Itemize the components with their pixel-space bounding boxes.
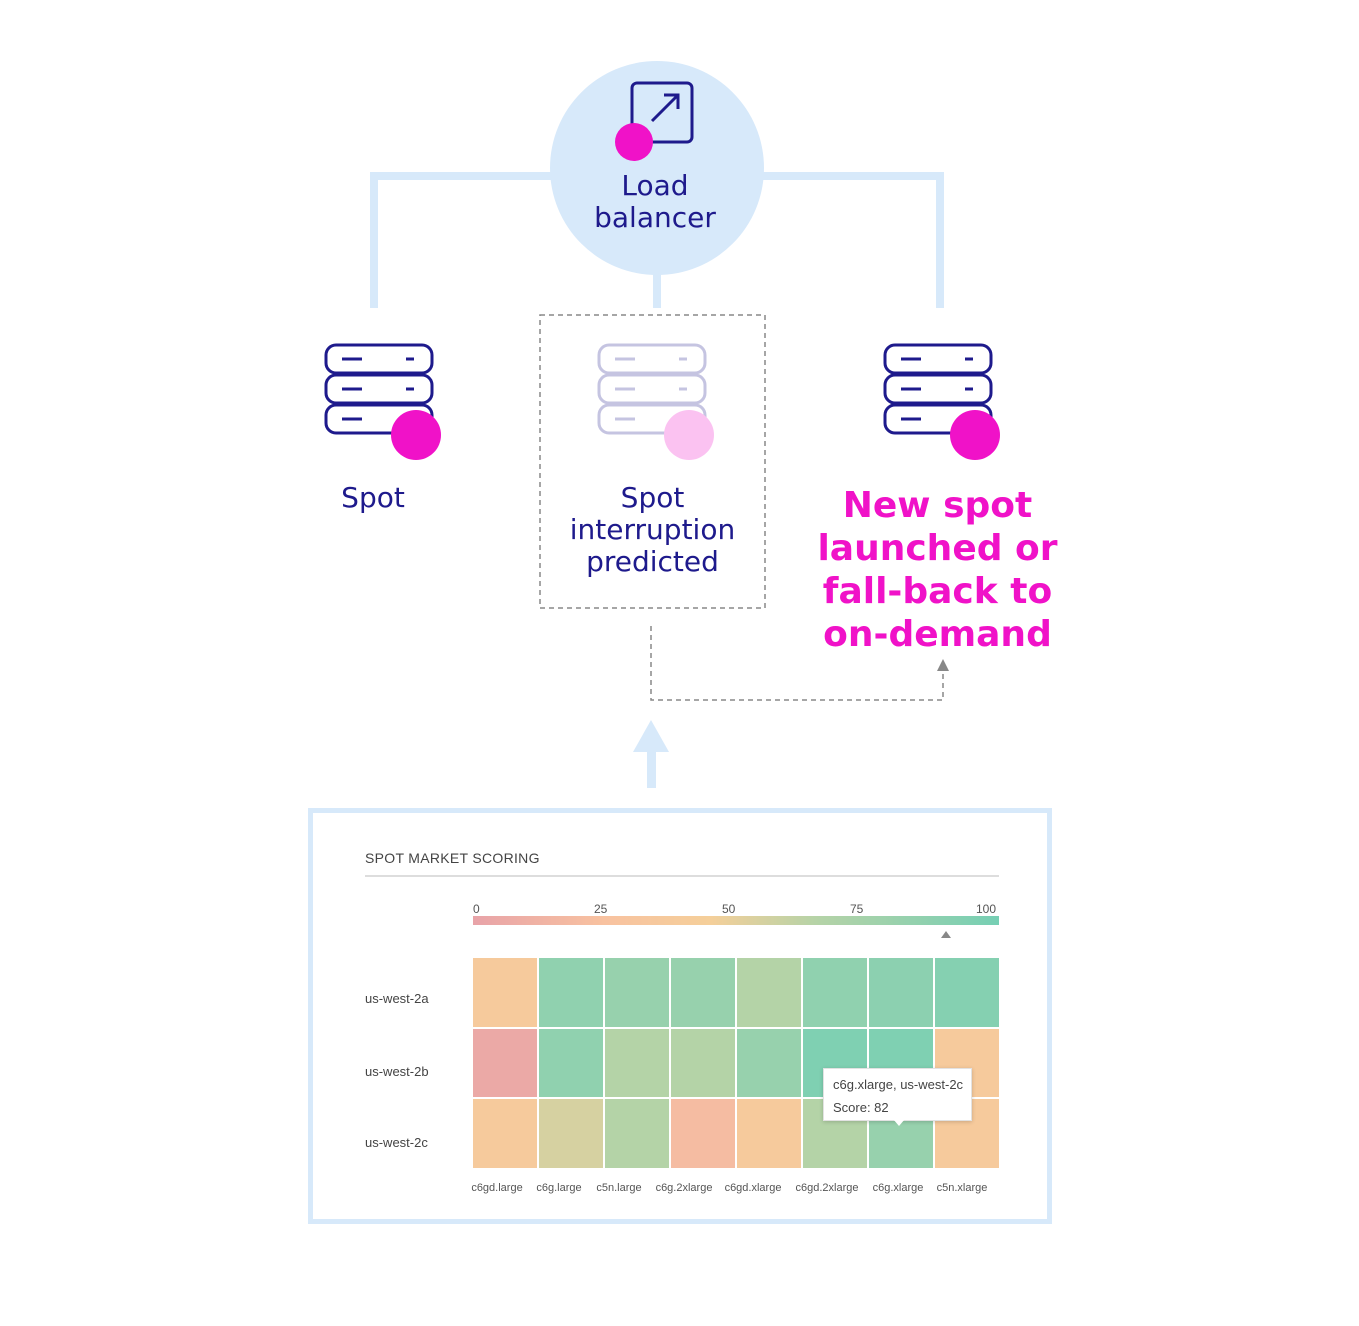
spot-label: Spot [341,481,405,514]
spot-node-label: Spot [300,482,446,514]
server-icon [597,343,714,460]
heatmap-cell[interactable] [737,1099,801,1168]
heatmap-tooltip: c6g.xlarge, us-west-2c Score: 82 [823,1068,972,1121]
heatmap-cell[interactable] [737,1028,801,1098]
external-link-icon [615,81,694,161]
load-balancer-label-line2: balancer [594,201,716,234]
load-balancer-label: Load balancer [555,170,755,234]
scale-tick: 50 [722,902,736,916]
tooltip-pointer [893,1119,905,1126]
scale-tick: 75 [850,902,864,916]
fallback-dashed-path [650,626,944,701]
prediction-dashed-box [539,314,766,609]
load-balancer-label-line1: Load [621,169,689,202]
panel-title: SPOT MARKET SCORING [365,850,540,866]
column-label: c6gd.xlarge [724,1182,782,1194]
heatmap-cell[interactable] [605,1028,669,1098]
heatmap-cell[interactable] [473,958,537,1027]
scale-tick: 0 [473,902,480,916]
heatmap-cell[interactable] [737,958,801,1027]
column-label: c5n.xlarge [936,1182,988,1194]
heatmap-cell[interactable] [671,1028,735,1098]
heatmap-cell[interactable] [671,958,735,1027]
interruption-node-label: Spot interruption predicted [540,482,765,578]
new-spot-label-line2: launched or [817,528,1058,569]
row-label: us-west-2a [365,991,429,1006]
connector-left [370,172,560,308]
column-label: c6g.large [536,1182,582,1194]
heatmap-cell[interactable] [605,958,669,1027]
heatmap-cell[interactable] [539,958,603,1027]
heatmap-grid [473,958,999,1168]
scale-tick: 100 [976,902,997,916]
column-label: c5n.large [596,1182,642,1194]
heatmap-cell[interactable] [869,958,933,1027]
interruption-label-line1: Spot [620,481,685,514]
heatmap-cell[interactable] [473,1028,537,1098]
scale-tick: 25 [594,902,608,916]
heatmap-cell[interactable] [539,1028,603,1098]
connector-right [750,172,944,308]
column-label: c6g.2xlarge [655,1182,713,1194]
up-arrow [633,720,669,788]
new-spot-label-line1: New spot [842,485,1033,526]
tooltip-score: Score: 82 [833,1100,889,1115]
heatmap-cell[interactable] [605,1099,669,1168]
row-label: us-west-2b [365,1064,429,1079]
spot-market-scoring-panel: SPOT MARKET SCORING 0 25 50 75 100 us-we… [308,808,1052,1224]
new-spot-label-line3: fall-back to [822,571,1053,612]
tooltip-title: c6g.xlarge, us-west-2c [833,1077,964,1092]
column-label: c6gd.2xlarge [795,1182,859,1194]
column-label: c6gd.large [471,1182,523,1194]
server-icon [324,343,441,460]
server-icon [883,343,1000,460]
row-label: us-west-2c [365,1135,428,1150]
heatmap-cell[interactable] [935,958,999,1027]
interruption-label-line2: interruption [569,513,736,546]
heatmap-cell[interactable] [803,958,867,1027]
heatmap-cell[interactable] [539,1099,603,1168]
heatmap-cell[interactable] [671,1099,735,1168]
heatmap-cell[interactable] [473,1099,537,1168]
load-balancer-circle [550,61,764,275]
new-spot-node-label: New spot launched or fall-back to on-dem… [800,484,1075,656]
panel-divider [365,875,999,877]
column-label: c6g.xlarge [872,1182,924,1194]
new-spot-label-line4: on-demand [823,614,1052,655]
color-scale-bar [473,916,999,925]
scale-marker-icon [941,931,952,938]
interruption-label-line3: predicted [586,545,719,578]
fallback-arrowhead [937,659,949,671]
